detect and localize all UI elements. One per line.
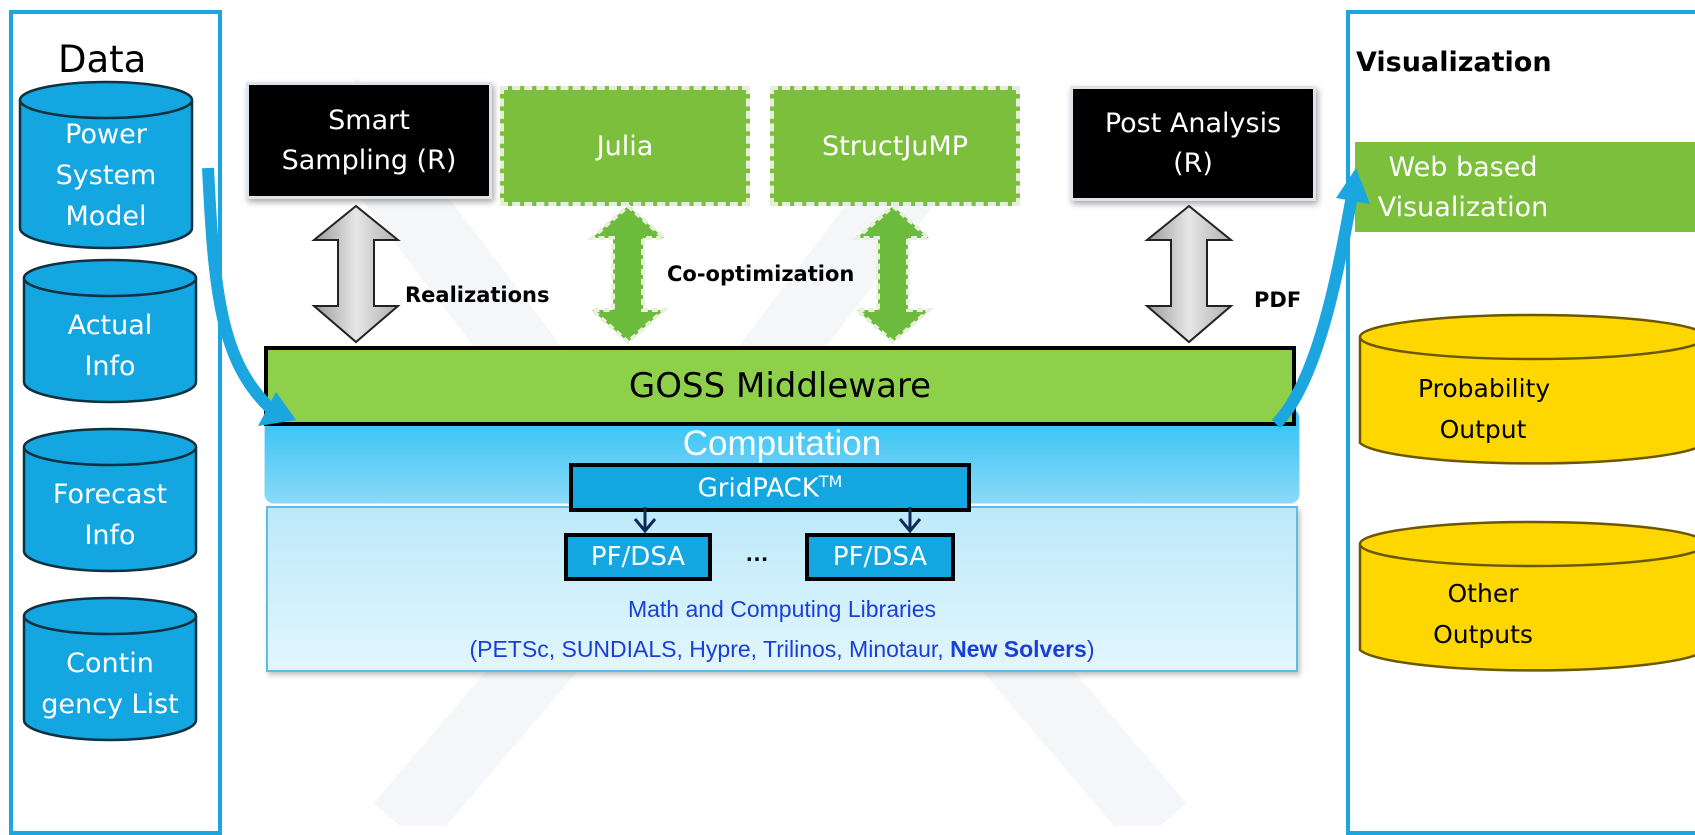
pf-dsa-ellipsis: … bbox=[745, 540, 769, 567]
visualization-panel-title: Visualization bbox=[1356, 47, 1552, 78]
actual-info-cylinder: Actual Info bbox=[22, 258, 198, 404]
smart-sampling-label-1: Smart bbox=[328, 104, 410, 136]
libraries-new-solvers: New Solvers bbox=[950, 636, 1087, 662]
libraries-list-suffix: ) bbox=[1086, 636, 1095, 662]
gridpack-label: GridPACKTM bbox=[698, 472, 843, 504]
actual-info-label-1: Actual bbox=[67, 310, 153, 341]
libraries-list: (PETSc, SUNDIALS, Hypre, Trilinos, Minot… bbox=[266, 636, 1298, 663]
cooptimization-label: Co-optimization bbox=[667, 262, 855, 286]
post-analysis-box: Post Analysis (R) bbox=[1070, 86, 1316, 201]
web-visualization-label-1: Web based bbox=[1388, 152, 1538, 183]
smart-sampling-label-2: Sampling (R) bbox=[281, 144, 457, 176]
probability-output-cylinder: Probability Output bbox=[1358, 313, 1695, 470]
structjump-label: StructJuMP bbox=[821, 130, 969, 162]
web-visualization-box: Web based Visualization bbox=[1355, 142, 1695, 232]
power-system-model-cylinder: Power System Model bbox=[18, 80, 194, 250]
probability-output-label-1: Probability bbox=[1418, 374, 1551, 403]
goss-middleware-label: GOSS Middleware bbox=[628, 366, 932, 406]
gridpack-box: GridPACKTM bbox=[569, 463, 971, 512]
other-outputs-cylinder: Other Outputs bbox=[1358, 520, 1695, 677]
post-analysis-label-2: (R) bbox=[1173, 147, 1213, 179]
julia-label: Julia bbox=[596, 130, 654, 162]
forecast-info-cylinder: Forecast Info bbox=[22, 427, 198, 573]
actual-info-label-2: Info bbox=[84, 351, 136, 382]
goss-middleware-bar: GOSS Middleware bbox=[264, 346, 1296, 426]
gridpack-trademark: TM bbox=[818, 471, 843, 491]
pf-dsa-label-2: PF/DSA bbox=[832, 542, 928, 572]
contingency-list-cylinder: Contin gency List bbox=[22, 596, 198, 742]
pf-dsa-box-2: PF/DSA bbox=[805, 533, 955, 581]
gridpack-connectors bbox=[633, 507, 922, 534]
forecast-info-label-1: Forecast bbox=[52, 479, 168, 510]
realizations-label: Realizations bbox=[405, 283, 550, 307]
power-system-model-label-2: System bbox=[55, 159, 157, 191]
libraries-list-prefix: (PETSc, SUNDIALS, Hypre, Trilinos, Minot… bbox=[469, 636, 951, 662]
smart-sampling-box: Smart Sampling (R) bbox=[246, 82, 492, 199]
gridpack-text: GridPACK bbox=[697, 473, 819, 504]
post-analysis-label-1: Post Analysis bbox=[1104, 107, 1282, 139]
pf-dsa-box-1: PF/DSA bbox=[564, 533, 712, 581]
julia-box: Julia bbox=[500, 86, 750, 206]
pf-dsa-label-1: PF/DSA bbox=[590, 542, 686, 572]
contingency-list-label-1: Contin bbox=[66, 648, 154, 679]
power-system-model-label-3: Model bbox=[65, 200, 147, 232]
data-panel-title: Data bbox=[58, 38, 147, 81]
probability-output-label-2: Output bbox=[1439, 415, 1527, 444]
contingency-list-label-2: gency List bbox=[41, 689, 179, 720]
computation-label: Computation bbox=[682, 424, 882, 463]
structjump-box: StructJuMP bbox=[770, 86, 1020, 206]
web-visualization-label-2: Visualization bbox=[1377, 192, 1549, 223]
forecast-info-label-2: Info bbox=[84, 520, 136, 551]
pdf-label: PDF bbox=[1254, 288, 1302, 312]
other-outputs-label-2: Outputs bbox=[1433, 620, 1533, 649]
power-system-model-label-1: Power bbox=[65, 118, 147, 150]
other-outputs-label-1: Other bbox=[1447, 579, 1519, 608]
libraries-title: Math and Computing Libraries bbox=[627, 596, 937, 622]
